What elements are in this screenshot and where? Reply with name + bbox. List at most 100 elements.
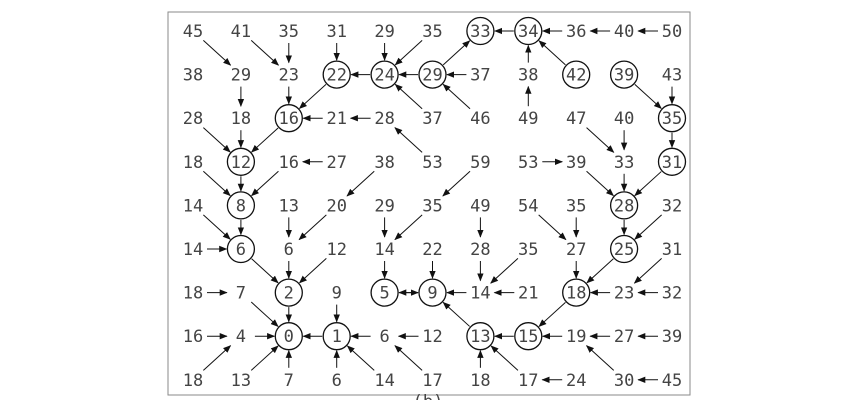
cell-circle-r7-c7 [514,322,543,351]
cell-value-r3-c5: 53 [422,153,442,173]
cell-value-r5-c2: 6 [284,240,294,260]
cell-value-r2-c4: 28 [374,109,394,129]
cell-value-r3-c3: 27 [326,153,346,173]
arrow-32 [203,170,231,197]
cell-circle-r1-c9 [609,60,639,89]
arrow-86 [203,345,232,371]
cell-value-r8-c5: 17 [422,371,442,391]
cell-value-r1-c5: 29 [422,66,442,86]
cell-value-r1-c8: 42 [566,66,586,86]
cell-value-r6-c6: 14 [470,284,490,304]
cell-circle-r5-c9 [609,234,639,264]
cell-value-r4-c8: 35 [566,196,586,216]
cell-value-r0-c3: 31 [326,22,346,42]
cell-value-r2-c10: 35 [662,109,682,129]
cell-value-r6-c8: 18 [566,284,586,304]
cell-circle-r7-c2 [274,322,303,351]
arrow-29 [586,127,615,153]
cell-circle-r4-c9 [609,191,639,220]
cell-value-r7-c5: 12 [422,327,442,347]
cell-value-r8-c10: 45 [662,371,682,391]
cell-value-r1-c3: 22 [326,66,346,86]
cell-value-r7-c7: 15 [518,327,538,347]
arrow-38 [442,170,471,197]
cell-value-r2-c9: 40 [614,109,634,129]
cell-value-r0-c0: 45 [183,22,203,42]
cell-value-r8-c1: 13 [231,371,251,391]
cell-value-r4-c0: 14 [183,196,203,216]
cell-value-r4-c9: 28 [614,196,634,216]
arrow-55 [251,258,279,284]
cell-value-r6-c0: 18 [183,284,203,304]
arrow-34 [251,170,279,197]
cell-value-r7-c2: 0 [284,327,294,347]
arrow-36 [346,170,375,197]
arrow-61 [490,258,519,284]
cell-value-r7-c0: 16 [183,327,203,347]
cell-value-r2-c6: 46 [470,109,490,129]
arrow-12 [298,83,327,109]
cell-circle-r6-c4 [370,278,399,307]
cell-value-r0-c1: 41 [231,22,251,42]
cell-value-r4-c2: 13 [279,196,299,216]
cell-value-r6-c3: 9 [332,284,342,304]
cell-circle-r5-c1 [226,234,256,264]
arrow-20 [442,40,471,66]
cell-circle-r4-c1 [226,191,256,220]
cell-value-r5-c9: 25 [614,240,634,260]
cell-value-r0-c6: 33 [470,22,490,42]
cell-value-r1-c10: 43 [662,66,682,86]
cell-circle-r0-c7 [514,16,543,46]
arrow-0 [203,40,232,66]
cell-value-r5-c10: 31 [662,240,682,260]
cell-value-r2-c2: 16 [279,109,299,129]
cell-value-r3-c4: 38 [374,153,394,173]
cell-value-r2-c0: 28 [183,109,203,129]
cell-circle-r1-c4 [370,60,399,89]
cell-value-r7-c9: 27 [614,327,634,347]
cell-circle-r0-c6 [466,16,495,46]
cell-value-r5-c8: 27 [566,240,586,260]
cell-value-r6-c9: 23 [614,284,634,304]
arrow-17 [538,40,566,66]
cell-value-r0-c10: 50 [662,22,682,42]
cell-value-r2-c5: 37 [422,109,442,129]
cell-value-r1-c0: 38 [183,66,203,86]
arrow-93 [490,345,519,371]
cell-circle-r6-c8 [562,278,591,307]
cell-value-r6-c2: 2 [284,284,294,304]
cell-circle-r1-c8 [562,60,591,89]
arrow-40 [586,170,614,197]
cell-value-r1-c4: 24 [374,66,394,86]
cell-circle-r3-c1 [226,147,256,176]
cell-value-r6-c7: 21 [518,284,538,304]
cell-value-r2-c1: 18 [231,109,251,129]
arrow-46 [298,214,327,241]
cell-value-r8-c9: 30 [614,371,634,391]
arrow-90 [346,345,375,371]
cell-value-r5-c0: 14 [183,240,203,260]
arrow-42 [634,171,662,197]
arrow-73 [538,301,566,327]
cell-value-r6-c1: 7 [236,284,246,304]
cell-circle-r1-c3 [322,60,351,89]
arrow-63 [586,258,614,284]
cell-value-r8-c6: 18 [470,371,490,391]
arrow-37 [394,127,423,153]
cell-value-r2-c8: 47 [566,109,586,129]
cell-value-r7-c1: 4 [236,327,246,347]
arrow-48 [394,214,423,241]
cell-value-r4-c7: 54 [518,196,538,216]
circle-layer [226,16,687,351]
cell-circle-r7-c6 [466,322,495,351]
cell-value-r5-c5: 22 [422,240,442,260]
cell-value-r4-c4: 29 [374,196,394,216]
arrow-layer [203,27,676,383]
cell-value-r6-c10: 32 [662,284,682,304]
cell-value-r4-c6: 49 [470,196,490,216]
cell-value-r4-c10: 32 [662,196,682,216]
cell-value-r3-c10: 31 [662,153,682,173]
cell-circle-r6-c5 [418,278,447,307]
cell-circle-r3-c10 [657,147,687,176]
